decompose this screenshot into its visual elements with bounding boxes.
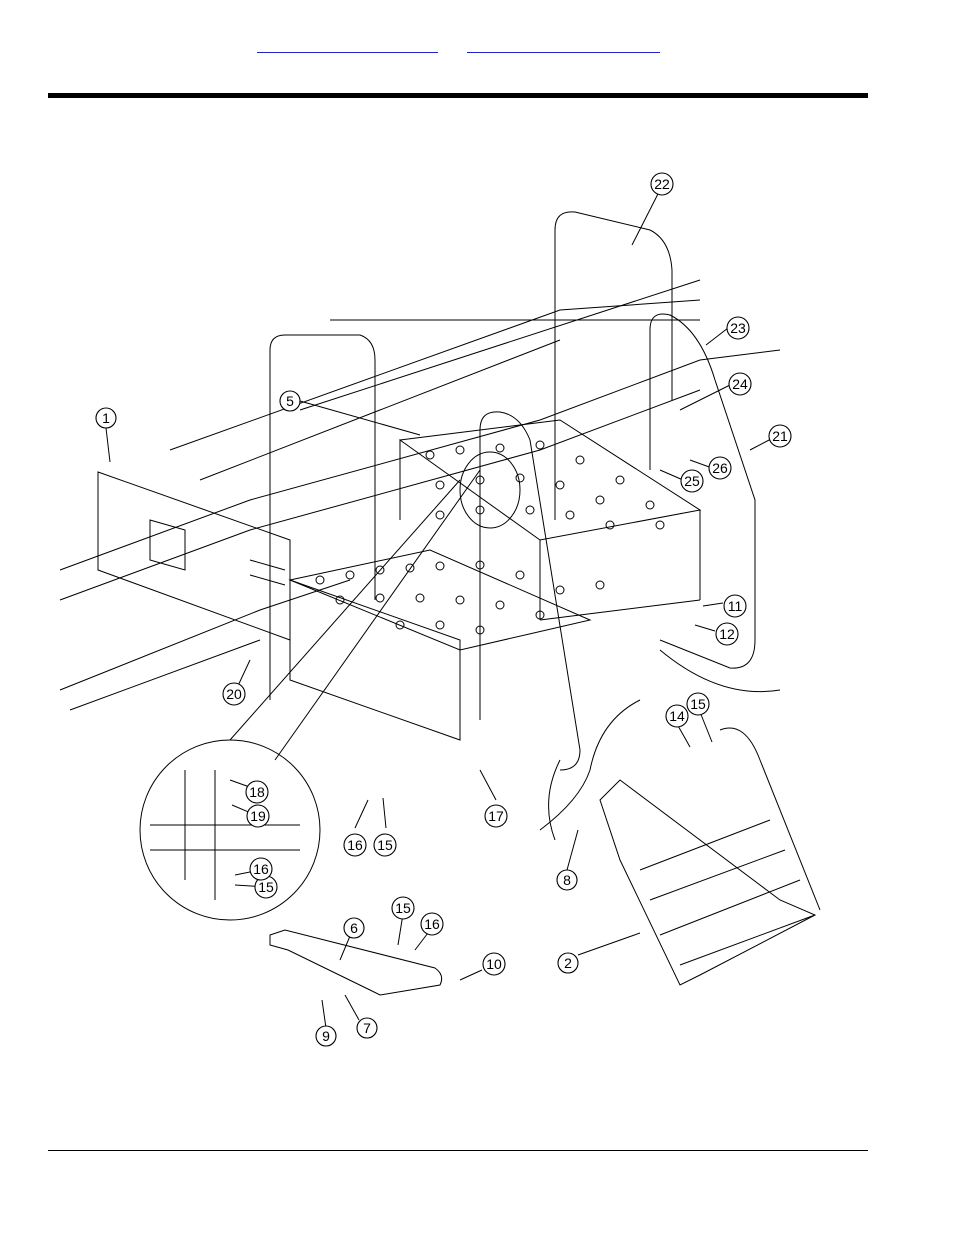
callout-label: 10	[486, 956, 502, 972]
header-rule	[48, 93, 868, 98]
callout-label: 5	[286, 393, 294, 409]
callout-label: 2	[564, 955, 572, 971]
callout-label: 15	[395, 900, 411, 916]
callout-15-d: 15	[254, 875, 278, 899]
callout-label: 12	[719, 626, 735, 642]
callout-17: 17	[484, 804, 508, 828]
callout-label: 15	[377, 837, 393, 853]
callout-12: 12	[715, 622, 739, 646]
callout-16-a: 16	[343, 833, 367, 857]
callout-label: 26	[712, 460, 728, 476]
leader-lines	[105, 185, 774, 1029]
callout-25: 25	[680, 469, 704, 493]
callout-label: 16	[347, 837, 363, 853]
callout-label: 8	[563, 872, 571, 888]
callout-label: 21	[772, 428, 788, 444]
callout-label: 11	[728, 598, 743, 614]
callout-label: 20	[226, 686, 242, 702]
callout-label: 16	[253, 861, 269, 877]
callout-1: 1	[95, 407, 117, 429]
callout-19: 19	[246, 804, 270, 828]
callout-label: 15	[690, 696, 706, 712]
callout-label: 7	[363, 1020, 371, 1036]
callout-label: 17	[488, 808, 504, 824]
callout-label: 25	[684, 473, 700, 489]
platform-drawing	[59, 211, 821, 996]
callout-9: 9	[315, 1025, 337, 1047]
footer-rule	[48, 1150, 868, 1151]
callout-label: 24	[732, 376, 748, 392]
callout-label: 9	[322, 1028, 330, 1044]
callout-7: 7	[356, 1017, 378, 1039]
callout-label: 22	[654, 176, 670, 192]
callout-15-a: 15	[686, 692, 710, 716]
callout-label: 18	[249, 784, 265, 800]
callout-24: 24	[728, 372, 752, 396]
callout-label: 23	[730, 320, 746, 336]
callout-15-c: 15	[391, 896, 415, 920]
callout-label: 1	[102, 410, 110, 426]
callout-2: 2	[557, 952, 579, 974]
header-link-1[interactable]	[257, 36, 438, 53]
callout-21: 21	[768, 424, 792, 448]
callout-18: 18	[245, 780, 269, 804]
callout-15-b: 15	[373, 833, 397, 857]
callout-8: 8	[556, 869, 578, 891]
callout-label: 14	[669, 708, 685, 724]
callout-10: 10	[482, 952, 506, 976]
callout-22: 22	[650, 172, 674, 196]
callout-6: 6	[343, 917, 365, 939]
callout-26: 26	[708, 456, 732, 480]
callout-label: 6	[350, 920, 358, 936]
callout-5: 5	[279, 390, 301, 412]
callout-label: 19	[250, 808, 266, 824]
callout-20: 20	[222, 682, 246, 706]
callout-11: 11	[723, 594, 747, 618]
header-link-2[interactable]	[467, 36, 660, 53]
callout-14: 14	[665, 704, 689, 728]
deck-holes	[315, 440, 665, 635]
callout-16-c: 16	[249, 857, 273, 881]
callout-label: 16	[424, 916, 440, 932]
callout-16-b: 16	[420, 912, 444, 936]
callouts: 1 2 5 6 7 8 9 10 11 12 14 15 15 15 15 16…	[95, 172, 792, 1047]
callout-label: 15	[258, 879, 274, 895]
callout-23: 23	[726, 316, 750, 340]
